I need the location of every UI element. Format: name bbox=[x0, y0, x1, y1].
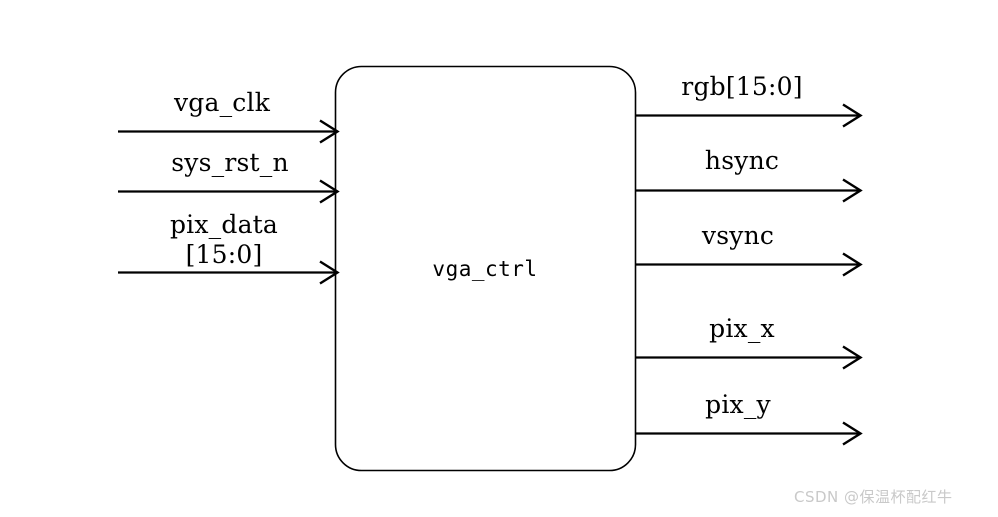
input-label-vga_clk: vga_clk bbox=[174, 88, 270, 118]
output-arrow-pix_y-head bbox=[842, 421, 863, 446]
output-arrow-rgb150 bbox=[636, 103, 863, 128]
output-arrow-pix_x bbox=[636, 345, 863, 370]
input-arrow-pix_data bbox=[118, 260, 340, 285]
output-label-hsync: hsync bbox=[704, 146, 780, 175]
output-arrow-rgb150-head bbox=[842, 103, 863, 128]
input-label-pix_data-line1: pix_data bbox=[169, 210, 279, 239]
input-arrow-sys_rst_n bbox=[118, 179, 340, 204]
output-label-pix_x: pix_x bbox=[709, 314, 775, 343]
input-label-vga_clk-line1: vga_clk bbox=[173, 88, 271, 117]
input-label-pix_data-line2: [15:0] bbox=[185, 240, 263, 269]
input-arrow-vga_clk-head bbox=[319, 119, 340, 144]
output-arrow-vsync bbox=[636, 252, 863, 277]
output-arrow-pix_x-head bbox=[842, 345, 863, 370]
output-label-rgb: rgb[15:0] bbox=[681, 72, 803, 101]
module-name-label: vga_ctrl bbox=[432, 257, 538, 281]
output-arrow-pix_y bbox=[636, 421, 863, 446]
input-arrow-pix_data-head bbox=[319, 260, 340, 285]
input-label-sys_rst_n: sys_rst_n bbox=[171, 148, 289, 178]
input-label-pix_data: pix_data [15:0] bbox=[170, 210, 278, 270]
module-block-vga_ctrl bbox=[334, 65, 637, 472]
output-arrow-hsync-head bbox=[842, 178, 863, 203]
input-arrow-sys_rst_n-head bbox=[319, 179, 340, 204]
output-arrow-hsync bbox=[636, 178, 863, 203]
input-label-sys_rst_n-line1: sys_rst_n bbox=[171, 148, 289, 177]
output-label-vsync: vsync bbox=[701, 221, 775, 250]
input-arrow-vga_clk bbox=[118, 119, 340, 144]
csdn-watermark: CSDN @保温杯配红牛 bbox=[794, 488, 953, 506]
output-label-pix_y: pix_y bbox=[705, 390, 771, 419]
output-arrow-vsync-head bbox=[842, 252, 863, 277]
